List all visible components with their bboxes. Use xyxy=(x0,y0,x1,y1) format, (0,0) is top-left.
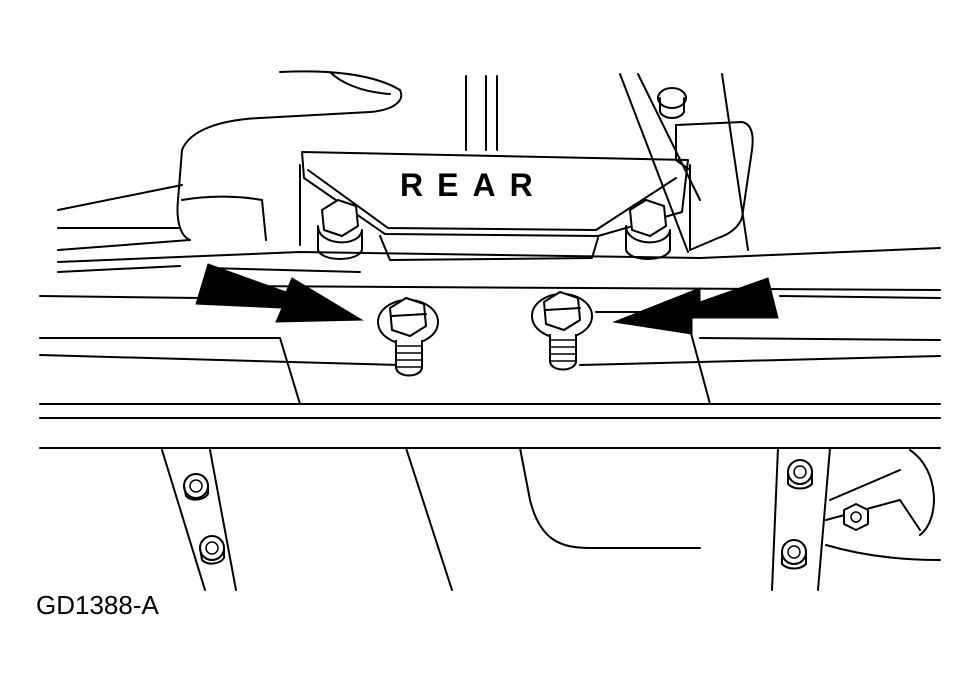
left-upper-nut-icon xyxy=(317,199,363,260)
lower-left-bracket xyxy=(161,449,237,591)
lower-right-bracket xyxy=(771,447,831,591)
right-lower-bolt-icon xyxy=(531,291,593,371)
right-arrow-icon xyxy=(612,277,779,335)
lower-right-component xyxy=(825,449,941,561)
right-bracket xyxy=(657,87,754,251)
plate-label: REAR xyxy=(400,167,547,203)
left-arrow-icon xyxy=(195,263,364,323)
figure-id: GD1388-A xyxy=(36,590,159,620)
rear-mount-plate: REAR xyxy=(299,151,691,261)
right-upper-nut-icon xyxy=(625,199,671,260)
lower-center-housing xyxy=(405,447,701,591)
left-lower-bolt-icon xyxy=(377,297,439,377)
frame-rails xyxy=(39,247,941,449)
upper-housing-outline xyxy=(57,70,749,253)
